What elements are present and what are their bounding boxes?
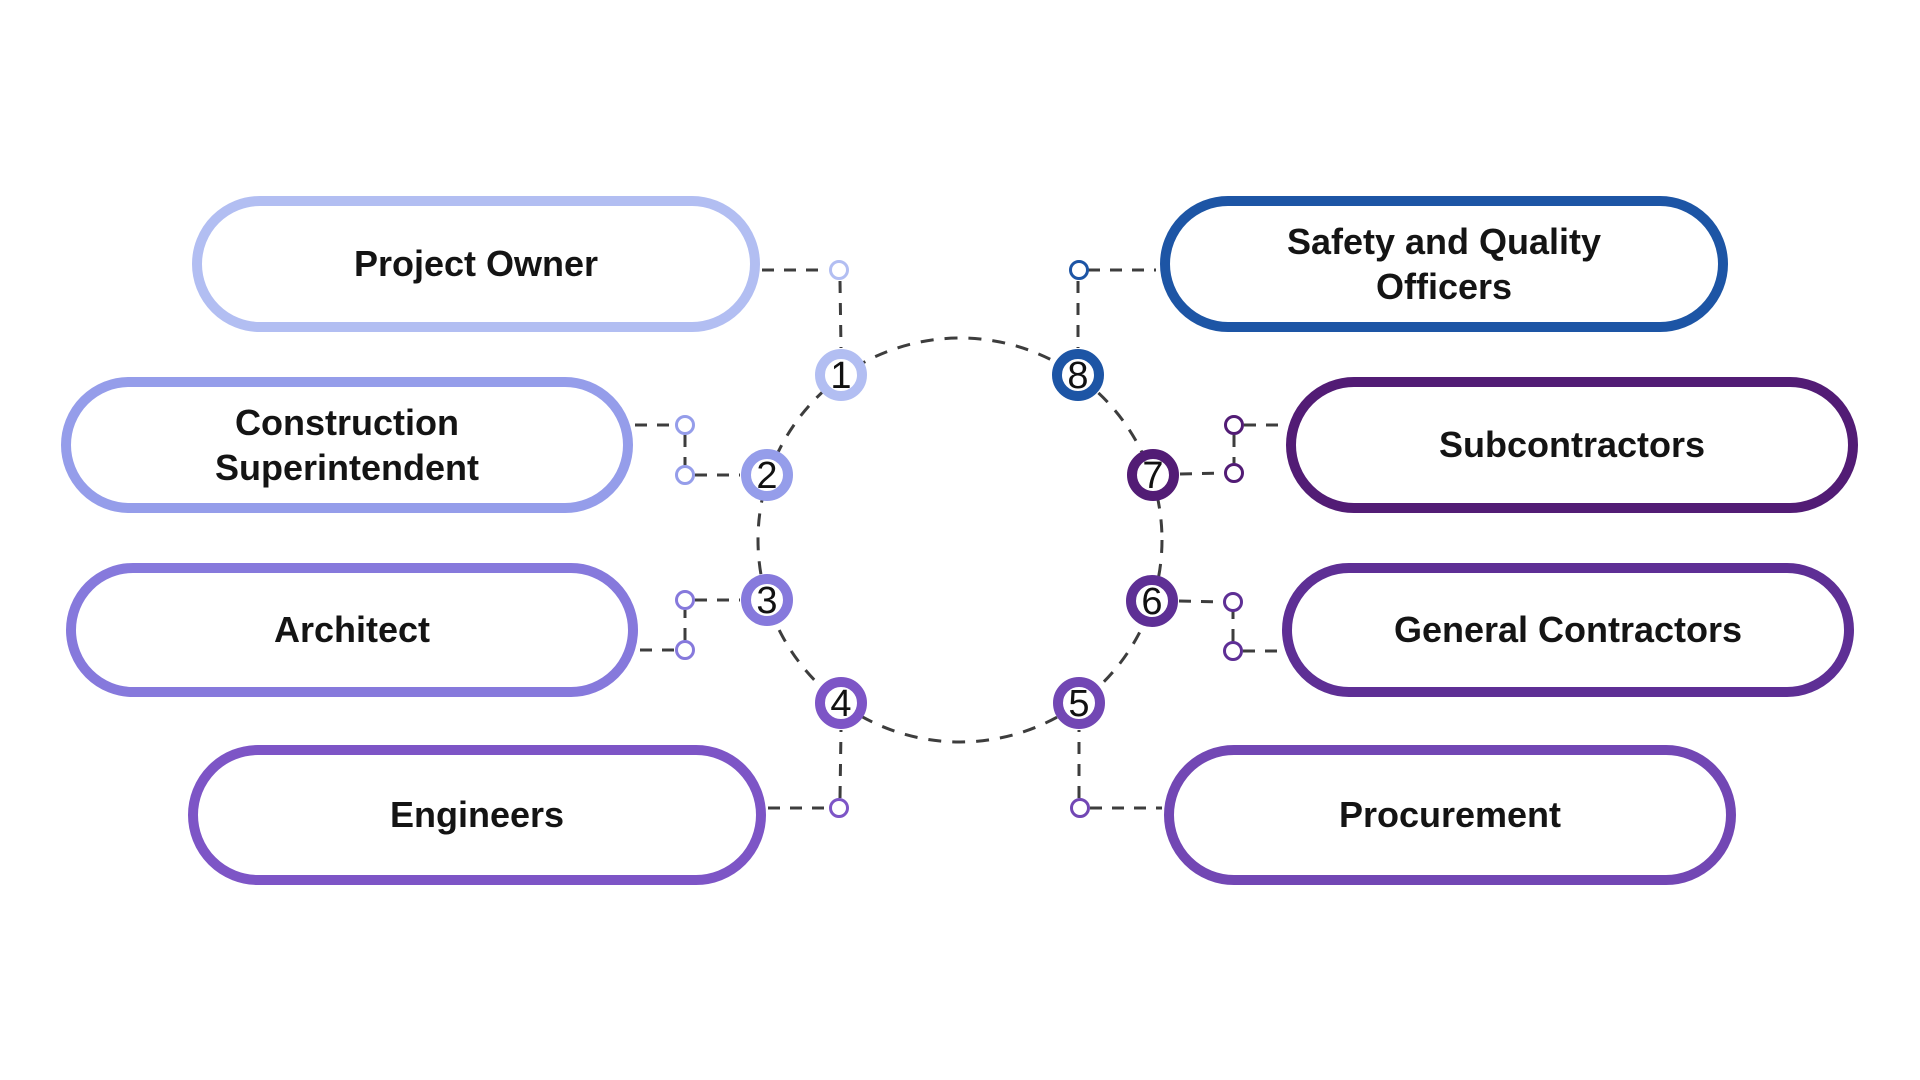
node-number-project-owner: 1 bbox=[830, 355, 851, 397]
role-box-construction-superintendent: Construction Superintendent bbox=[61, 377, 633, 513]
node-ring-engineers bbox=[815, 677, 867, 729]
role-box-subcontractors: Subcontractors bbox=[1286, 377, 1858, 513]
connector-dot-safety-and-quality-officers bbox=[1069, 260, 1089, 280]
node-ring-general-contractors bbox=[1126, 575, 1178, 627]
connector-dot-construction-superintendent bbox=[675, 465, 695, 485]
connector-dot-engineers bbox=[829, 798, 849, 818]
role-box-safety-and-quality-officers: Safety and Quality Officers bbox=[1160, 196, 1728, 332]
connector-dot-subcontractors bbox=[1224, 415, 1244, 435]
node-number-general-contractors: 6 bbox=[1141, 581, 1162, 623]
connector-dot-project-owner bbox=[829, 260, 849, 280]
connector-dot-procurement bbox=[1070, 798, 1090, 818]
role-box-architect: Architect bbox=[66, 563, 638, 697]
connector-dot-architect bbox=[675, 640, 695, 660]
node-ring-project-owner bbox=[815, 349, 867, 401]
connector-dot-general-contractors bbox=[1223, 641, 1243, 661]
connector-dot-construction-superintendent bbox=[675, 415, 695, 435]
connector-dash-general-contractors bbox=[1178, 599, 1224, 604]
node-ring-procurement bbox=[1053, 677, 1105, 729]
node-number-procurement: 5 bbox=[1068, 683, 1089, 725]
role-label-general-contractors: General Contractors bbox=[1393, 609, 1743, 651]
connector-dash-subcontractors bbox=[1179, 471, 1225, 476]
role-label-safety-and-quality-officers: Safety and Quality Officers bbox=[1286, 220, 1602, 307]
node-number-engineers: 4 bbox=[830, 683, 851, 725]
node-number-safety-and-quality-officers: 8 bbox=[1067, 355, 1088, 397]
connector-dash-engineers bbox=[838, 729, 843, 799]
role-box-project-owner: Project Owner bbox=[192, 196, 760, 332]
connector-dash-project-owner bbox=[838, 280, 843, 349]
node-ring-subcontractors bbox=[1127, 449, 1179, 501]
role-label-architect: Architect bbox=[273, 609, 431, 651]
connector-dot-general-contractors bbox=[1223, 592, 1243, 612]
role-label-construction-superintendent: Construction Superintendent bbox=[214, 401, 479, 488]
connector-dot-architect bbox=[675, 590, 695, 610]
role-box-procurement: Procurement bbox=[1164, 745, 1736, 885]
role-label-engineers: Engineers bbox=[389, 794, 565, 836]
node-ring-safety-and-quality-officers bbox=[1052, 349, 1104, 401]
node-number-subcontractors: 7 bbox=[1142, 455, 1163, 497]
node-ring-architect bbox=[741, 574, 793, 626]
role-label-project-owner: Project Owner bbox=[353, 243, 599, 285]
node-number-architect: 3 bbox=[756, 580, 777, 622]
role-label-subcontractors: Subcontractors bbox=[1438, 424, 1706, 466]
role-label-procurement: Procurement bbox=[1338, 794, 1562, 836]
node-number-construction-superintendent: 2 bbox=[756, 455, 777, 497]
role-box-engineers: Engineers bbox=[188, 745, 766, 885]
connector-dot-subcontractors bbox=[1224, 463, 1244, 483]
role-box-general-contractors: General Contractors bbox=[1282, 563, 1854, 697]
cycle-dashed-circle bbox=[756, 336, 1164, 744]
node-ring-construction-superintendent bbox=[741, 449, 793, 501]
